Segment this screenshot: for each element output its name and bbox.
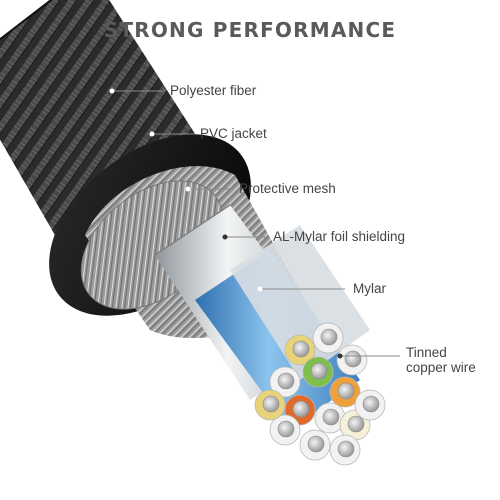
copper-strands	[262, 395, 280, 413]
copper-strands	[337, 382, 355, 400]
leader-dot-mylar	[257, 286, 263, 292]
leader-dot-al-mylar-foil	[222, 234, 228, 240]
label-mylar: Mylar	[353, 281, 386, 296]
copper-strands	[337, 440, 355, 458]
copper-strands	[344, 350, 362, 368]
copper-strands	[307, 435, 325, 453]
copper-strands	[322, 408, 340, 426]
leader-dot-polyester-fiber	[109, 88, 115, 94]
copper-strands	[362, 395, 380, 413]
copper-strands	[347, 415, 365, 433]
copper-strands	[277, 372, 295, 390]
copper-strands	[310, 362, 328, 380]
leader-dot-tinned-copper	[337, 353, 343, 359]
tinned-copper-wire-bundle	[254, 322, 386, 466]
callout-lines	[109, 88, 400, 359]
page-title: STRONG PERFORMANCE	[103, 18, 397, 42]
label-pvc-jacket: PVC jacket	[200, 126, 267, 141]
label-al-mylar-foil: AL-Mylar foil shielding	[273, 229, 406, 244]
copper-strands	[277, 420, 295, 438]
label-polyester-fiber: Polyester fiber	[170, 83, 257, 98]
copper-strands	[292, 340, 310, 358]
label-protective-mesh: Protective mesh	[239, 181, 336, 196]
leader-dot-pvc-jacket	[149, 131, 155, 137]
label-tinned-copper-wire: Tinned copper wire	[406, 345, 476, 375]
leader-dot-protective-mesh	[185, 186, 191, 192]
copper-strands	[320, 328, 338, 346]
copper-strands	[292, 400, 310, 418]
